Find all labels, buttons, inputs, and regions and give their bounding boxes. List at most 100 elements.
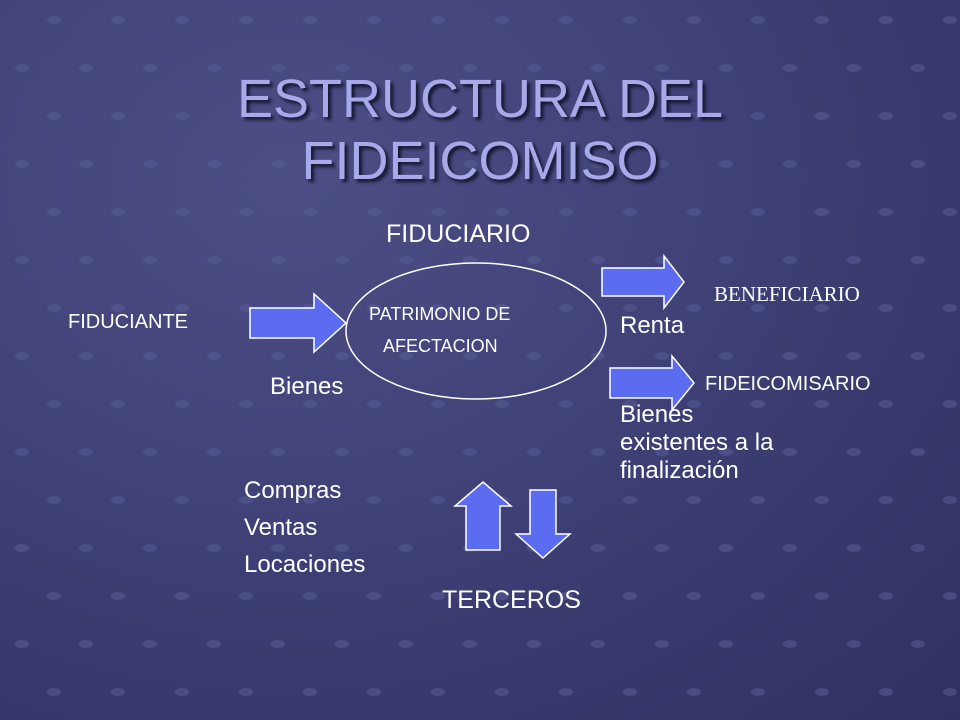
background-dot — [367, 496, 381, 504]
background-dot — [751, 208, 765, 216]
background-dot — [815, 112, 829, 120]
background-dot — [911, 64, 925, 72]
background-dot — [175, 112, 189, 120]
bienes-finales-line3: finalización — [620, 457, 739, 484]
background-dot — [207, 352, 221, 360]
background-dot — [879, 496, 893, 504]
background-dot — [143, 640, 157, 648]
background-dot — [399, 640, 413, 648]
background-dot — [495, 208, 509, 216]
background-dot — [527, 352, 541, 360]
background-dot — [879, 112, 893, 120]
background-dot — [751, 688, 765, 696]
background-dot — [271, 448, 285, 456]
background-dot — [15, 160, 29, 168]
background-dot — [751, 592, 765, 600]
background-dot — [687, 304, 701, 312]
background-dot — [431, 592, 445, 600]
background-dot — [143, 352, 157, 360]
background-dot — [527, 448, 541, 456]
background-dot — [911, 352, 925, 360]
background-dot — [687, 16, 701, 24]
background-dot — [15, 640, 29, 648]
background-dot — [463, 448, 477, 456]
background-dot — [495, 304, 509, 312]
background-dot — [943, 496, 957, 504]
background-dot — [527, 160, 541, 168]
background-dot — [495, 112, 509, 120]
background-dot — [143, 448, 157, 456]
background-dot — [111, 400, 125, 408]
background-dot — [47, 592, 61, 600]
background-dot — [335, 352, 349, 360]
background-dot — [495, 16, 509, 24]
slide-title: ESTRUCTURA DEL FIDEICOMISO — [236, 69, 724, 191]
background-dot — [879, 304, 893, 312]
background-dot — [47, 688, 61, 696]
background-dot — [783, 448, 797, 456]
background-dot — [175, 208, 189, 216]
background-dot — [207, 64, 221, 72]
background-dot — [655, 544, 669, 552]
background-dot — [527, 640, 541, 648]
background-dot — [399, 64, 413, 72]
background-dot — [847, 448, 861, 456]
background-dot — [719, 352, 733, 360]
background-dot — [655, 640, 669, 648]
operation-item-ventas: Ventas — [244, 514, 318, 541]
background-dot — [463, 256, 477, 264]
background-dot — [495, 400, 509, 408]
background-dot — [175, 592, 189, 600]
background-dot — [559, 208, 573, 216]
background-dot — [879, 592, 893, 600]
background-dot — [911, 160, 925, 168]
background-dot — [239, 16, 253, 24]
background-dot — [879, 400, 893, 408]
fiduciante-label: FIDUCIANTE — [68, 311, 188, 333]
background-dot — [815, 592, 829, 600]
background-dot — [719, 256, 733, 264]
background-dot — [431, 16, 445, 24]
background-dot — [719, 640, 733, 648]
background-dot — [207, 640, 221, 648]
background-dot — [751, 16, 765, 24]
background-dot — [751, 496, 765, 504]
background-dot — [751, 400, 765, 408]
background-dot — [303, 112, 317, 120]
background-dot — [943, 592, 957, 600]
background-dot — [655, 352, 669, 360]
background-dot — [47, 208, 61, 216]
background-dot — [559, 496, 573, 504]
background-dot — [623, 112, 637, 120]
background-dot — [207, 544, 221, 552]
background-dot — [431, 400, 445, 408]
background-dot — [815, 208, 829, 216]
background-dot — [367, 400, 381, 408]
background-dot — [623, 496, 637, 504]
background-dot — [815, 400, 829, 408]
operation-item-locaciones: Locaciones — [244, 551, 366, 578]
background-dot — [367, 208, 381, 216]
operation-item-compras: Compras — [244, 477, 342, 504]
background-dot — [335, 256, 349, 264]
background-dot — [79, 64, 93, 72]
background-dot — [463, 352, 477, 360]
background-dot — [687, 688, 701, 696]
background-dot — [591, 448, 605, 456]
background-dot — [847, 640, 861, 648]
background-dot — [943, 688, 957, 696]
background-dot — [15, 352, 29, 360]
background-dot — [847, 352, 861, 360]
background-dot — [591, 160, 605, 168]
background-dot — [239, 688, 253, 696]
background-dot — [367, 592, 381, 600]
background-dot — [847, 64, 861, 72]
arrow-up-terceros — [452, 481, 514, 551]
background-dot — [175, 496, 189, 504]
background-dot — [719, 448, 733, 456]
background-dot — [335, 448, 349, 456]
background-dot — [815, 16, 829, 24]
renta-label: Renta — [620, 312, 685, 339]
background-dot — [175, 688, 189, 696]
